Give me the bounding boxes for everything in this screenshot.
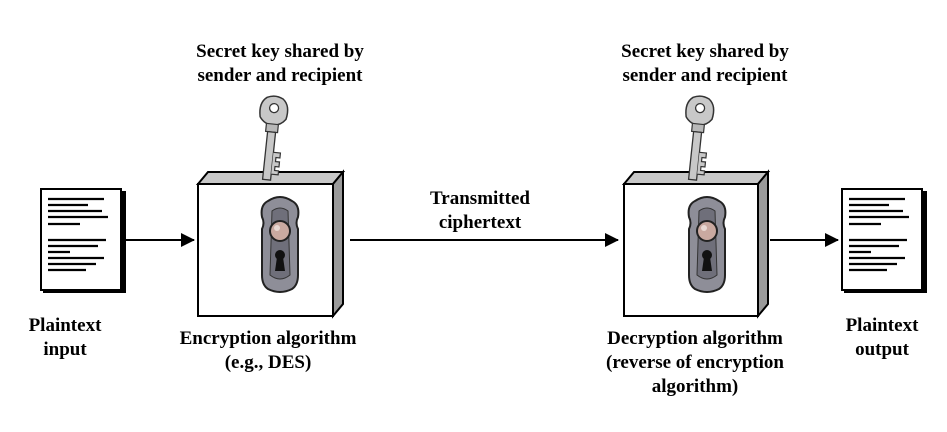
plaintext-input-caption-line-1: Plaintext (28, 315, 102, 336)
plaintext-input-document (40, 188, 126, 293)
plaintext-output-caption-line-2: output (855, 339, 909, 360)
plaintext-output-caption: Plaintext output (827, 314, 937, 362)
left-key-caption-line-2: sender and recipient (197, 65, 363, 86)
left-key-icon (252, 93, 290, 182)
plaintext-output-document (841, 188, 927, 293)
decryption-lock-icon (687, 196, 727, 293)
right-key-caption-line-2: sender and recipient (622, 65, 788, 86)
transmitted-ciphertext-caption: Transmitted ciphertext (400, 187, 560, 235)
plaintext-input-caption-line-2: input (43, 339, 87, 360)
plaintext-output-caption-line-1: Plaintext (845, 315, 919, 336)
right-key-caption: Secret key shared by sender and recipien… (595, 40, 815, 88)
encryption-lock-icon (260, 196, 300, 293)
transmitted-caption-line-2: ciphertext (438, 212, 522, 233)
plaintext-input-caption: Plaintext input (10, 314, 120, 362)
encryption-caption-line-2: (e.g., DES) (224, 352, 312, 373)
encryption-algorithm-caption: Encryption algorithm (e.g., DES) (148, 327, 388, 375)
decryption-caption-line-2: (reverse of encryption (606, 352, 784, 373)
encryption-box (195, 169, 346, 319)
decryption-caption-line-1: Decryption algorithm (607, 328, 783, 349)
decryption-caption-line-3: algorithm) (651, 376, 739, 397)
encryption-caption-line-1: Encryption algorithm (179, 328, 357, 349)
transmitted-caption-line-1: Transmitted (430, 188, 530, 209)
left-key-caption: Secret key shared by sender and recipien… (170, 40, 390, 88)
left-key-caption-line-1: Secret key shared by (196, 41, 364, 62)
decryption-algorithm-caption: Decryption algorithm (reverse of encrypt… (575, 327, 815, 399)
right-key-caption-line-1: Secret key shared by (621, 41, 789, 62)
right-key-icon (678, 93, 716, 182)
